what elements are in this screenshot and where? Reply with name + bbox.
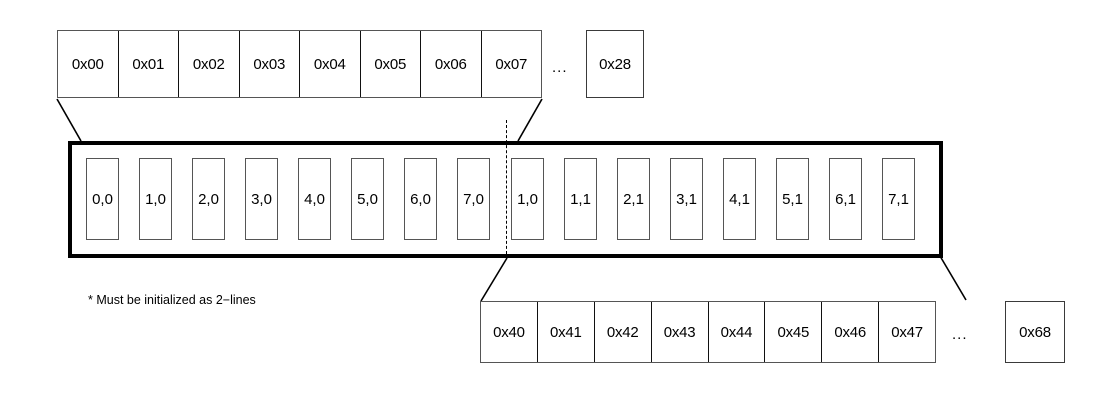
cache-slot: 7,0	[457, 158, 490, 240]
address-cell: 0x46	[822, 302, 880, 362]
address-cell: 0x40	[481, 302, 538, 362]
cache-slot: 7,1	[882, 158, 915, 240]
address-cell: 0x47	[879, 302, 935, 362]
address-cell-tail: 0x68	[1005, 301, 1065, 363]
cache-slot: 3,0	[245, 158, 278, 240]
address-cell: 0x04	[300, 31, 361, 97]
cache-slot: 6,0	[404, 158, 437, 240]
address-cell: 0x05	[360, 31, 421, 97]
cache-slot: 1,0	[139, 158, 172, 240]
line-split-divider	[506, 120, 507, 259]
cache-slot: 6,1	[829, 158, 862, 240]
address-cell: 0x03	[239, 31, 300, 97]
connector-top-left	[56, 98, 82, 142]
cache-slot: 5,1	[776, 158, 809, 240]
line-1-address-row: 0x40 0x41 0x42 0x43 0x44 0x45 0x46 0x47	[480, 301, 936, 363]
address-cell: 0x43	[651, 302, 709, 362]
address-cell: 0x02	[179, 31, 240, 97]
cache-slot: 2,0	[192, 158, 225, 240]
cache-slot: 3,1	[670, 158, 703, 240]
bottom-row-ellipsis: ...	[952, 326, 968, 343]
cache-slot: 0,0	[86, 158, 119, 240]
cache-slot: 5,0	[351, 158, 384, 240]
initialization-note: * Must be initialized as 2−lines	[88, 293, 256, 307]
address-cell: 0x45	[765, 302, 823, 362]
connector-top-right	[517, 98, 543, 142]
line-0-address-row: 0x00 0x01 0x02 0x03 0x04 0x05 0x06 0x07	[57, 30, 542, 98]
connector-bottom-left	[480, 257, 508, 302]
address-cell: 0x06	[421, 31, 482, 97]
address-cell: 0x41	[537, 302, 595, 362]
address-cell: 0x44	[708, 302, 766, 362]
connector-bottom-right	[939, 255, 967, 301]
cache-slot: 4,0	[298, 158, 331, 240]
cache-slot: 1,1	[564, 158, 597, 240]
address-cell: 0x01	[118, 31, 179, 97]
address-cell: 0x00	[58, 31, 119, 97]
cache-slot: 2,1	[617, 158, 650, 240]
address-cell-tail: 0x28	[586, 30, 644, 98]
top-row-ellipsis: ...	[552, 59, 568, 76]
address-cell: 0x07	[481, 31, 541, 97]
address-cell: 0x42	[594, 302, 652, 362]
cache-slot: 1,0	[511, 158, 544, 240]
cache-slot: 4,1	[723, 158, 756, 240]
